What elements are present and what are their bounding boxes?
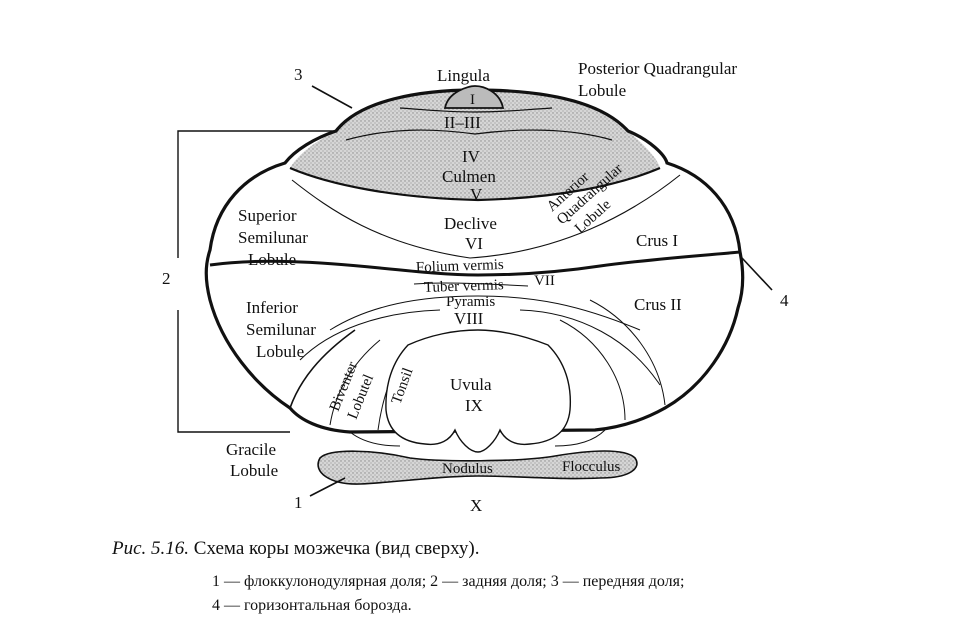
label-uvula: Uvula [450,375,492,394]
flocculonodular-lobe [317,450,638,485]
figure-number: Рис. 5.16. [112,538,190,559]
label-flocculus: Flocculus [562,459,620,475]
fissure-primary [289,166,661,202]
anterior-lobe-region [290,90,660,200]
label-posterior-quadrangular-1: Posterior Quadrangular [578,59,737,78]
label-crus-i: Crus I [636,231,678,250]
label-lobule-x: X [470,496,482,515]
fissure-right-2 [589,299,666,406]
label-lobule-ii-iii: II–III [444,113,481,132]
label-culmen: Culmen [442,167,496,186]
label-superior-semilunar-1: Superior [238,206,297,225]
label-lobule-viii: VIII [454,309,484,328]
callout-number-2: 2 [162,269,171,288]
callout-number-3: 3 [294,65,303,84]
label-nodulus: Nodulus [442,461,493,477]
callout-number-4: 4 [780,291,789,310]
uvula [385,329,572,453]
fissure-prepyramidal [329,295,641,331]
label-crus-ii: Crus II [634,295,682,314]
label-folium-vermis: Folium vermis [416,257,505,276]
fissure-secondary-left [299,309,441,361]
fissure-lingula [399,107,553,113]
label-lobule-iv: IV [462,147,481,166]
fissure-secondary-right [519,309,661,386]
fissure-superior-posterior [291,174,681,259]
label-tuber-vermis: Tuber vermis [424,277,505,296]
figure-caption-legend-1: 1 — флоккулонодулярная доля; 2 — задняя … [212,573,685,590]
callout-number-1: 1 [294,493,303,512]
horizontal-fissure [209,250,741,277]
label-lobule-vii: VII [534,273,555,289]
cerebellum-outline [204,88,745,434]
bracket-2 [177,130,336,433]
fissure-tuber [413,282,529,287]
label-superior-semilunar-2: Semilunar [238,228,308,247]
label-declive: Declive [444,214,497,233]
label-inferior-semilunar-3: Lobule [256,342,304,361]
label-inferior-semilunar-2: Semilunar [246,320,316,339]
label-lobule-v: V [470,185,483,204]
figure-title: Схема коры мозжечка (вид сверху). [193,538,480,559]
label-lobule-i: I [470,92,475,108]
label-gracile-2: Lobule [230,461,278,480]
fissure-gracile [289,329,356,409]
label-lobule-ix: IX [465,396,483,415]
callout-line-3 [311,85,353,109]
figure-caption-title: Рис. 5.16. Схема коры мозжечка (вид свер… [112,538,479,560]
fissure-right-1 [559,319,626,421]
callout-line-4 [741,257,773,291]
label-superior-semilunar-3: Lobule [248,250,296,269]
label-inferior-semilunar-1: Inferior [246,298,298,317]
fissure-ii-iii [345,129,613,141]
figure-caption-legend-2: 4 — горизонтальная борозда. [212,597,412,614]
lower-band [349,429,606,447]
cerebellum-cortex-diagram: Lingula I II–III IV Culmen V Declive VI … [162,59,789,515]
lingula-bump [443,85,505,109]
label-gracile-1: Gracile [226,440,276,459]
label-lobule-vi: VI [465,234,483,253]
label-pyramis: Pyramis [446,294,495,310]
label-posterior-quadrangular-2: Lobule [578,81,626,100]
fissure-biventer [329,339,381,426]
callout-line-1 [309,477,346,497]
label-lingula: Lingula [437,66,490,85]
